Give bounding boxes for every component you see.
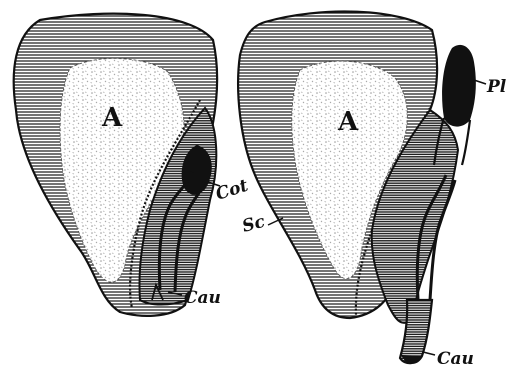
label-sc: Sc [240, 211, 268, 236]
label-a-left: A [101, 103, 123, 133]
left-section [14, 14, 217, 316]
label-cau-right: Cau [437, 349, 474, 369]
label-cot: Cot [213, 176, 250, 205]
right-plumule [442, 45, 476, 127]
label-cau-left: Cau [184, 288, 221, 308]
right-section [238, 12, 476, 364]
cau-right-leader [423, 352, 435, 355]
label-a-right: A [337, 107, 359, 137]
label-pl: Pl [486, 77, 507, 97]
